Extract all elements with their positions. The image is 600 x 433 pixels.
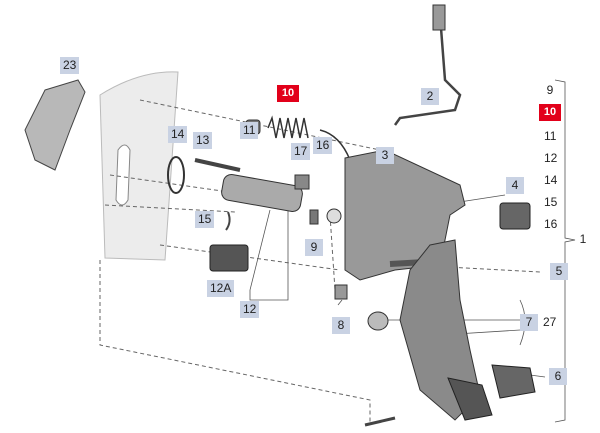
callout-12a[interactable]: 12A (207, 280, 235, 297)
assembly-item[interactable]: 14 (544, 173, 558, 187)
sensor-4 (499, 202, 531, 230)
pin-13 (194, 158, 241, 172)
callout-2[interactable]: 2 (421, 88, 439, 105)
callout-8[interactable]: 8 (332, 317, 350, 334)
assembly-item[interactable]: 12 (544, 151, 558, 165)
callout-27[interactable]: 27 (543, 315, 557, 329)
firewall-panel (99, 71, 179, 261)
callout-15[interactable]: 15 (195, 211, 215, 228)
callout-3[interactable]: 3 (376, 147, 394, 164)
assembly-item[interactable]: 9 (546, 83, 554, 97)
callout-1[interactable]: 1 (579, 232, 587, 246)
assembly-item[interactable]: 15 (544, 195, 558, 209)
callout-17[interactable]: 17 (291, 143, 311, 160)
callout-5[interactable]: 5 (550, 263, 568, 280)
callout-12[interactable]: 12 (240, 301, 260, 318)
pedal-pad-upper (447, 377, 493, 421)
cable-2 (393, 14, 462, 126)
spring (267, 115, 309, 139)
callout-16[interactable]: 16 (313, 137, 333, 154)
callout-11[interactable]: 11 (240, 122, 259, 139)
assembly-item-highlighted[interactable]: 10 (539, 104, 561, 121)
bracket-23 (24, 79, 86, 171)
cable-end (432, 4, 446, 31)
callout-10[interactable]: 10 (277, 85, 299, 102)
callout-14[interactable]: 14 (168, 126, 188, 143)
washer (326, 208, 342, 224)
o-ring-14 (167, 156, 185, 194)
callout-23[interactable]: 23 (60, 57, 80, 74)
nut-12a (209, 244, 249, 272)
clip-15 (225, 211, 231, 231)
callout-6[interactable]: 6 (549, 368, 567, 385)
callout-13[interactable]: 13 (193, 132, 213, 149)
pedal-pad-6 (491, 364, 536, 399)
callout-4[interactable]: 4 (506, 177, 524, 194)
callout-9[interactable]: 9 (305, 239, 323, 256)
assembly-item[interactable]: 16 (544, 217, 558, 231)
panel-opening (115, 144, 131, 206)
assembly-item[interactable]: 11 (544, 129, 557, 143)
clutch-cylinder (221, 174, 303, 212)
callout-7[interactable]: 7 (520, 314, 538, 331)
nut-8 (334, 284, 348, 300)
bushing-7 (367, 311, 389, 331)
